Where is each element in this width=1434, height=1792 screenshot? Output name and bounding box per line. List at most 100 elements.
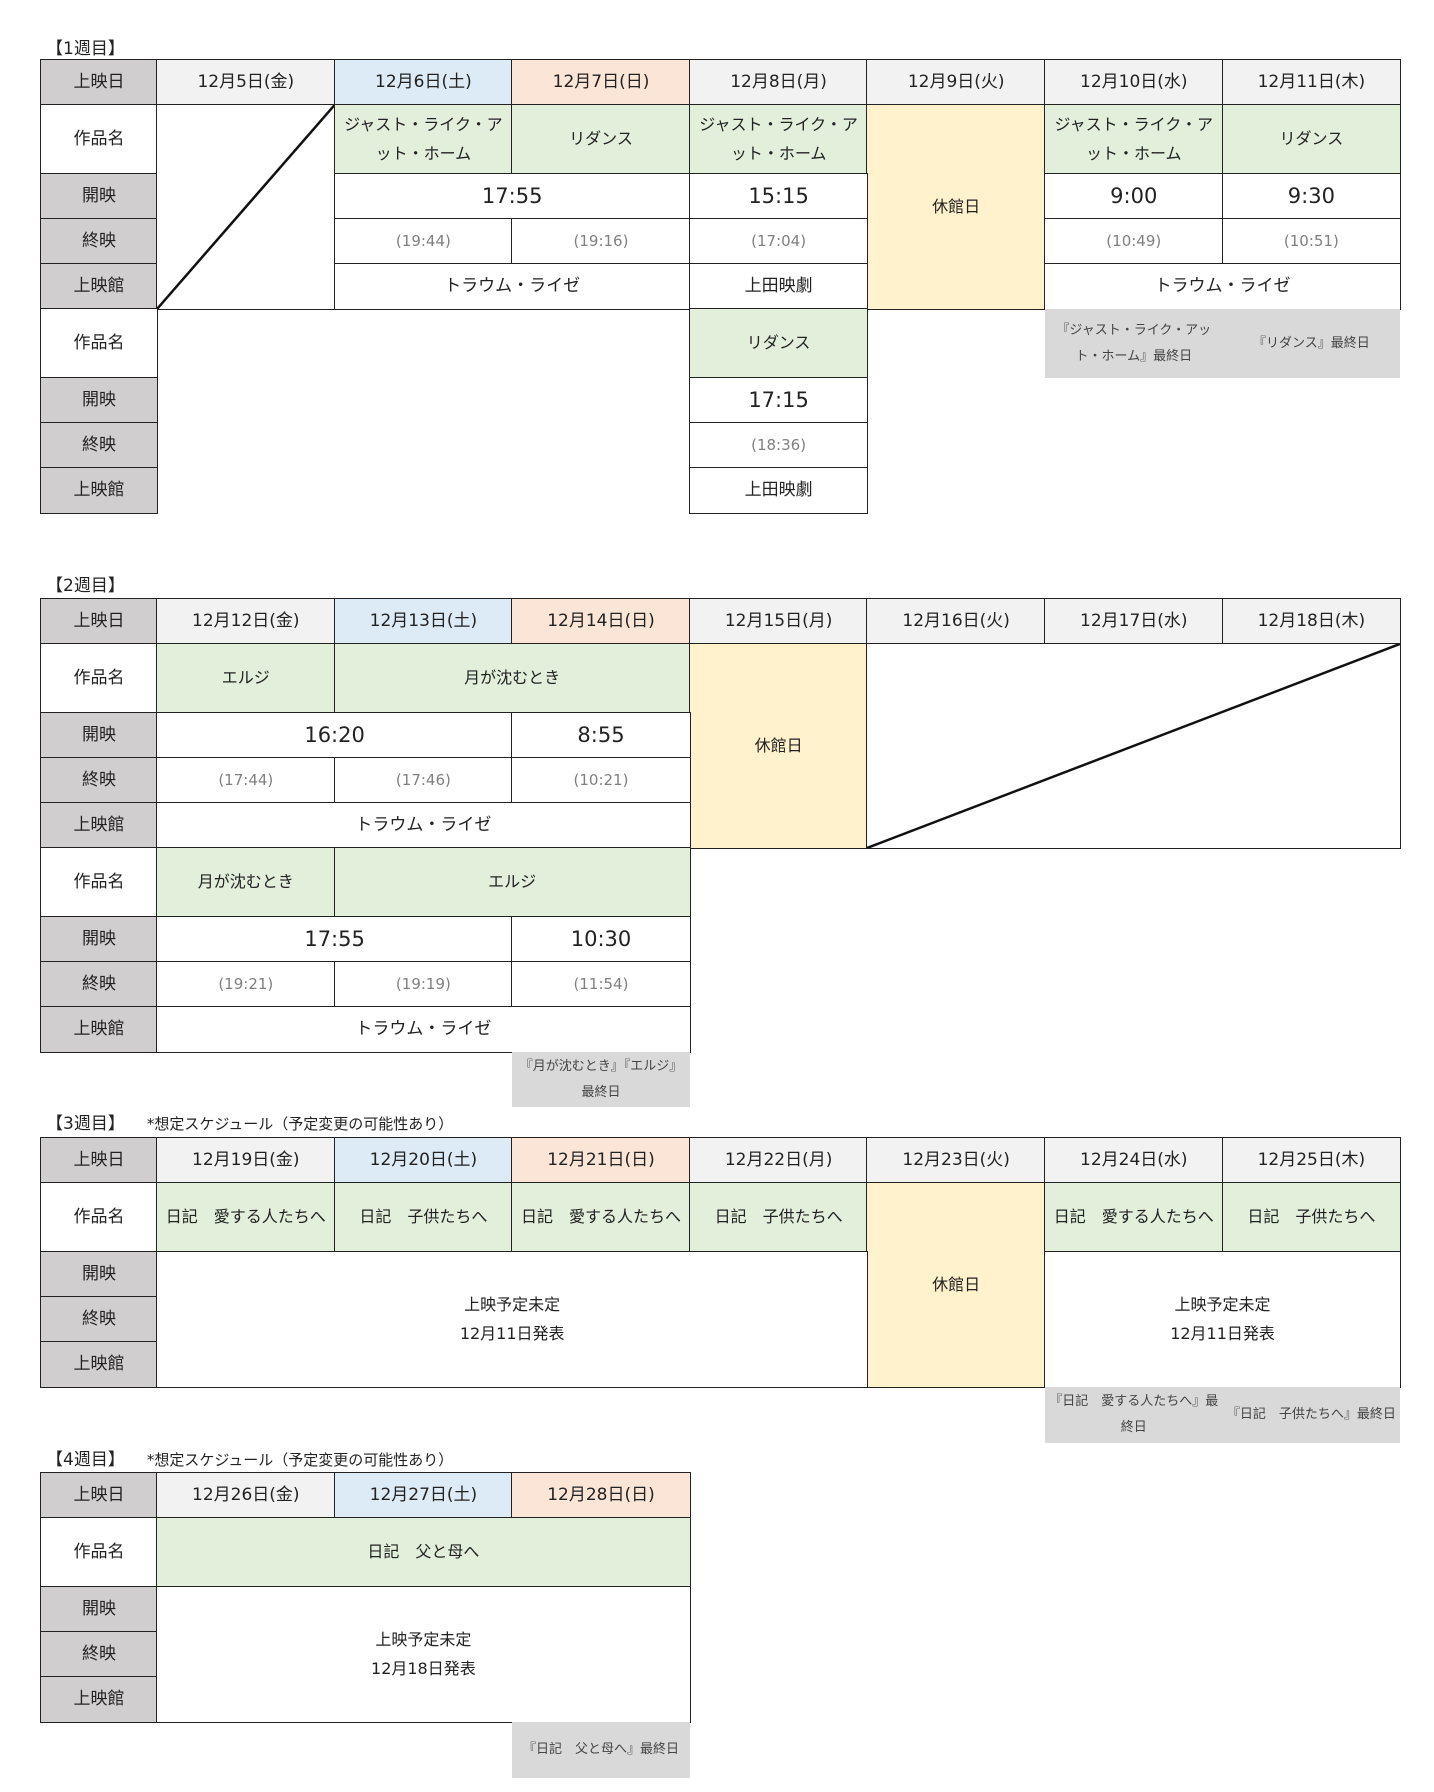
- date-header: 12月21日(日): [512, 1138, 690, 1183]
- label-start: 開映: [41, 713, 157, 758]
- end-time: (18:36): [689, 423, 868, 468]
- week1-title: 【1週目】: [46, 34, 125, 59]
- week3-title: 【3週目】 *想定スケジュール（予定変更の可能性あり）: [46, 1109, 453, 1134]
- label-end: 終映: [41, 423, 157, 468]
- date-header: 12月19日(金): [157, 1138, 335, 1183]
- closed-day: 休館日: [689, 644, 868, 848]
- start-time: 10:30: [512, 917, 690, 962]
- label-venue: 上映館: [41, 264, 157, 309]
- label-title: 作品名: [41, 1183, 157, 1252]
- film-title: 日記 子供たちへ: [334, 1183, 513, 1252]
- announce-date: 12月11日発表: [459, 1323, 565, 1343]
- no-screening-cell: [867, 644, 1401, 848]
- end-time: (17:04): [689, 219, 868, 264]
- last-day-note: 『日記 父と母へ』最終日: [512, 1722, 690, 1778]
- end-time: (10:51): [1222, 219, 1401, 264]
- date-header: 12月24日(水): [1044, 1138, 1223, 1183]
- date-header: 12月8日(月): [689, 60, 868, 105]
- week4-title: 【4週目】*想定スケジュール（予定変更の可能性あり）: [46, 1445, 453, 1470]
- tbd-text: 上映予定未定: [375, 1629, 472, 1649]
- label-end: 終映: [41, 1632, 157, 1677]
- date-header: 12月25日(木): [1222, 1138, 1401, 1183]
- label-end: 終映: [41, 962, 157, 1007]
- label-venue: 上映館: [41, 1342, 157, 1387]
- start-time: 17:55: [334, 174, 690, 219]
- date-header: 12月16日(火): [867, 599, 1045, 644]
- label-start: 開映: [41, 1252, 157, 1297]
- last-day-note: 『ジャスト・ライク・アット・ホーム』最終日: [1044, 309, 1223, 378]
- start-time: 15:15: [689, 174, 868, 219]
- last-day-note: 『日記 子供たちへ』最終日: [1222, 1387, 1401, 1443]
- venue: トラウム・ライゼ: [334, 264, 690, 309]
- provisional-note: *想定スケジュール（予定変更の可能性あり）: [146, 1115, 454, 1133]
- start-time: 17:15: [689, 378, 868, 423]
- date-header: 12月12日(金): [157, 599, 335, 644]
- week4-table: 上映日 12月26日(金) 12月27日(土) 12月28日(日) 作品名 開映…: [41, 1473, 1400, 1778]
- label-end: 終映: [41, 758, 157, 803]
- film-title: 日記 愛する人たちへ: [157, 1183, 335, 1252]
- start-time: 9:30: [1222, 174, 1401, 219]
- film-title: リダンス: [689, 309, 868, 378]
- closed-day: 休館日: [867, 1183, 1045, 1387]
- label-date: 上映日: [41, 599, 157, 644]
- last-day-note: 『月が沈むとき』『エルジ』最終日: [512, 1052, 690, 1107]
- schedule-tbd: 上映予定未定 12月11日発表: [1044, 1252, 1401, 1387]
- end-time: (17:46): [334, 758, 513, 803]
- date-header: 12月7日(日): [512, 60, 690, 105]
- end-time: (17:44): [157, 758, 335, 803]
- no-screening-cell: [157, 105, 335, 309]
- film-title: リダンス: [512, 105, 690, 174]
- film-title: 日記 父と母へ: [157, 1518, 690, 1587]
- schedule-tbd: 上映予定未定 12月18日発表: [157, 1587, 690, 1722]
- closed-day: 休館日: [867, 105, 1045, 309]
- last-day-note: 『日記 愛する人たちへ』最終日: [1044, 1387, 1223, 1443]
- label-title: 作品名: [41, 309, 157, 378]
- date-header: 12月10日(水): [1044, 60, 1223, 105]
- label-start: 開映: [41, 378, 157, 423]
- week4-title-text: 【4週目】: [46, 1450, 125, 1470]
- label-title: 作品名: [41, 1518, 157, 1587]
- label-title: 作品名: [41, 848, 157, 917]
- venue: トラウム・ライゼ: [157, 1007, 690, 1052]
- label-venue: 上映館: [41, 1007, 157, 1052]
- week2-table: 上映日 12月12日(金) 12月13日(土) 12月14日(日) 12月15日…: [41, 599, 1401, 1107]
- label-venue: 上映館: [41, 1677, 157, 1722]
- date-header: 12月9日(火): [867, 60, 1045, 105]
- date-header: 12月11日(木): [1222, 60, 1401, 105]
- venue: トラウム・ライゼ: [157, 803, 690, 848]
- label-start: 開映: [41, 917, 157, 962]
- tbd-text: 上映予定未定: [1174, 1294, 1271, 1314]
- announce-date: 12月18日発表: [371, 1658, 476, 1678]
- date-header: 12月5日(金): [157, 60, 335, 105]
- last-day-note: 『リダンス』最終日: [1222, 309, 1401, 378]
- week3-title-text: 【3週目】: [46, 1114, 125, 1134]
- date-header: 12月18日(木): [1222, 599, 1401, 644]
- label-end: 終映: [41, 219, 157, 264]
- label-title: 作品名: [41, 105, 157, 174]
- label-date: 上映日: [41, 60, 157, 105]
- film-title: ジャスト・ライク・アット・ホーム: [1044, 105, 1223, 174]
- film-title: ジャスト・ライク・アット・ホーム: [334, 105, 513, 174]
- film-title: エルジ: [157, 644, 335, 713]
- film-title: 日記 愛する人たちへ: [512, 1183, 690, 1252]
- start-time: 9:00: [1044, 174, 1223, 219]
- week1-title-text: 【1週目】: [46, 39, 125, 59]
- end-time: (10:21): [512, 758, 690, 803]
- week1-table: 上映日 12月5日(金) 12月6日(土) 12月7日(日) 12月8日(月) …: [41, 60, 1401, 513]
- venue: 上田映劇: [689, 468, 868, 513]
- end-time: (19:44): [334, 219, 513, 264]
- label-date: 上映日: [41, 1473, 157, 1518]
- date-header: 12月27日(土): [334, 1473, 513, 1518]
- film-title: 月が沈むとき: [334, 644, 690, 713]
- announce-date: 12月11日発表: [1170, 1323, 1275, 1343]
- end-time: (19:19): [334, 962, 513, 1007]
- end-time: (11:54): [512, 962, 690, 1007]
- start-time: 16:20: [157, 713, 513, 758]
- date-header: 12月14日(日): [512, 599, 690, 644]
- venue: 上田映劇: [689, 264, 868, 309]
- venue: トラウム・ライゼ: [1044, 264, 1401, 309]
- label-start: 開映: [41, 174, 157, 219]
- date-header: 12月23日(火): [867, 1138, 1045, 1183]
- label-title: 作品名: [41, 644, 157, 713]
